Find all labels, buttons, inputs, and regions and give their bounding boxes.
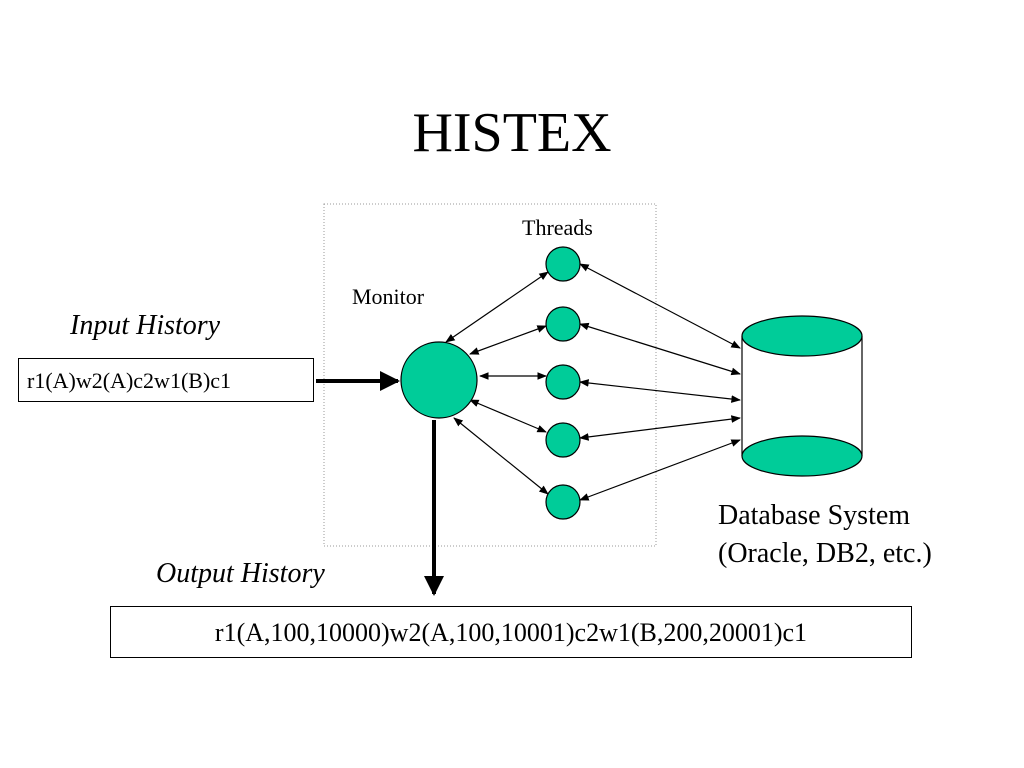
slide-title: HISTEX [412, 102, 612, 164]
input-history-box: r1(A)w2(A)c2w1(B)c1 [18, 358, 314, 402]
thread-database-links [579, 263, 741, 501]
thread-node-1 [545, 246, 581, 282]
monitor-region-border [323, 203, 657, 547]
database-cylinder-icon [741, 315, 863, 477]
thread-node-3 [545, 364, 581, 400]
thread-node-4 [545, 422, 581, 458]
monitor-node [400, 341, 478, 419]
input-history-label: Input History [70, 310, 221, 341]
output-history-box: r1(A,100,10000)w2(A,100,10001)c2w1(B,200… [110, 606, 912, 658]
output-history-label: Output History [156, 558, 325, 589]
monitor-thread-links [445, 271, 549, 495]
threads-label: Threads [522, 215, 593, 240]
thread-node-2 [545, 306, 581, 342]
thread-node-5 [545, 484, 581, 520]
database-system-label: Database System [718, 500, 911, 531]
monitor-label: Monitor [352, 284, 425, 309]
database-examples-label: (Oracle, DB2, etc.) [718, 538, 932, 569]
